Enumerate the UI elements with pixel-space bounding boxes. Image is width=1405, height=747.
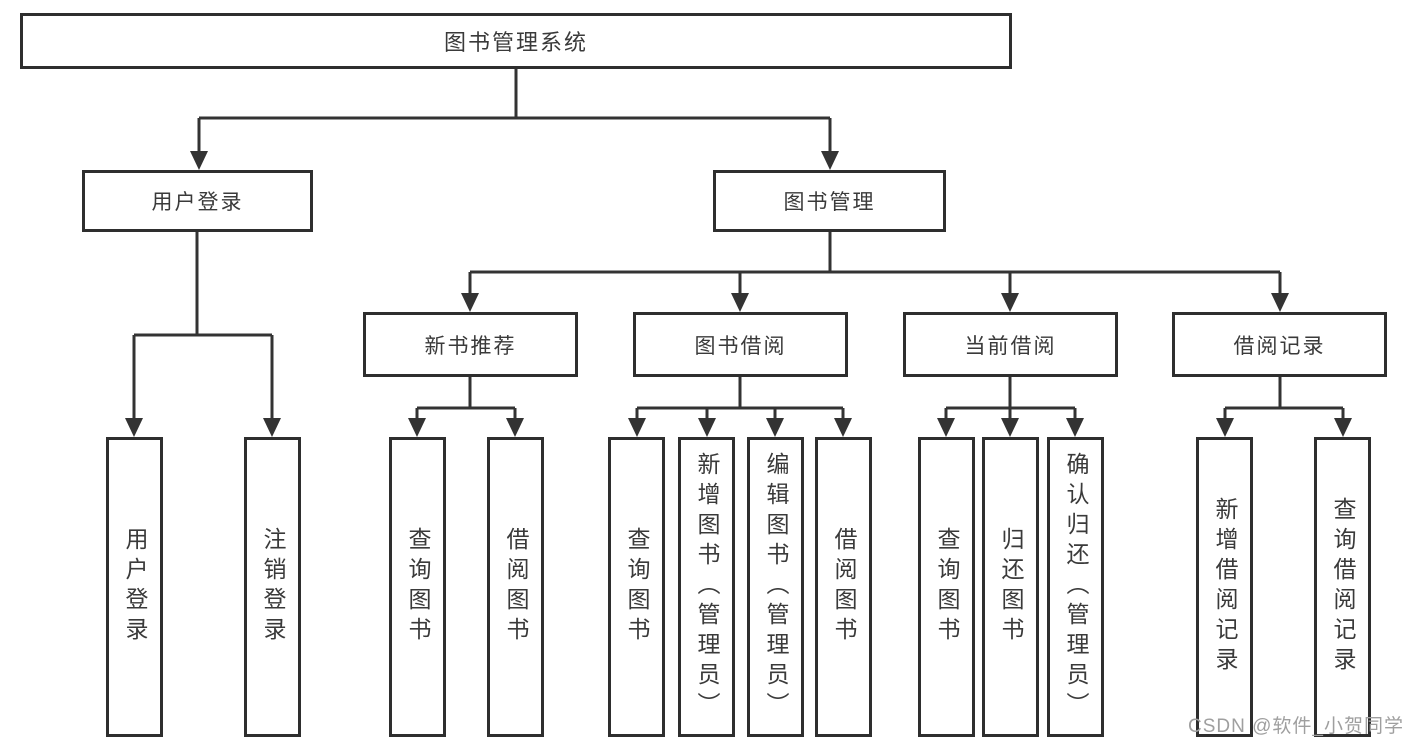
leaf-recommend-query-books: 查询图书 — [389, 437, 446, 737]
node-label: 新增图书（管理员） — [694, 452, 720, 722]
node-label: 确认归还（管理员） — [1063, 452, 1089, 722]
node-label: 查询借阅记录 — [1330, 497, 1356, 677]
leaf-user-login: 用户登录 — [106, 437, 163, 737]
node-label: 当前借阅 — [964, 334, 1057, 358]
leaf-current-return-books: 归还图书 — [982, 437, 1039, 737]
node-label: 借阅图书 — [503, 527, 529, 647]
leaf-logout: 注销登录 — [244, 437, 301, 737]
node-label: 注销登录 — [260, 527, 286, 647]
leaf-current-query-books: 查询图书 — [918, 437, 975, 737]
node-book-management-branch: 图书管理 — [713, 170, 946, 232]
leaf-borrowing-add-books-admin: 新增图书（管理员） — [678, 437, 735, 737]
node-label: 编辑图书（管理员） — [763, 452, 789, 722]
node-library-management-system: 图书管理系统 — [20, 13, 1012, 69]
node-label: 图书借阅 — [694, 334, 787, 358]
node-label: 图书管理系统 — [443, 30, 588, 55]
csdn-watermark: CSDN @软件_小贺同学 — [1188, 716, 1404, 737]
leaf-records-add-record: 新增借阅记录 — [1196, 437, 1253, 737]
node-label: 用户登录 — [122, 527, 148, 647]
node-user-login-branch: 用户登录 — [82, 170, 313, 232]
node-label: 查询图书 — [624, 527, 650, 647]
leaf-borrowing-query-books: 查询图书 — [608, 437, 665, 737]
leaf-borrowing-edit-books-admin: 编辑图书（管理员） — [747, 437, 804, 737]
node-label: 归还图书 — [998, 527, 1024, 647]
node-borrowing-records: 借阅记录 — [1172, 312, 1387, 377]
node-label: 借阅记录 — [1233, 334, 1326, 358]
node-label: 图书管理 — [783, 191, 876, 214]
leaf-borrowing-borrow-books: 借阅图书 — [815, 437, 872, 737]
node-label: 查询图书 — [934, 527, 960, 647]
node-current-borrowing: 当前借阅 — [903, 312, 1118, 377]
node-label: 查询图书 — [405, 527, 431, 647]
node-label: 新书推荐 — [424, 334, 517, 358]
node-label: 借阅图书 — [831, 527, 857, 647]
leaf-records-query-record: 查询借阅记录 — [1314, 437, 1371, 737]
leaf-recommend-borrow-books: 借阅图书 — [487, 437, 544, 737]
node-new-book-recommendation: 新书推荐 — [363, 312, 578, 377]
leaf-current-confirm-return-admin: 确认归还（管理员） — [1047, 437, 1104, 737]
node-label: 用户登录 — [151, 191, 244, 214]
node-book-borrowing: 图书借阅 — [633, 312, 848, 377]
node-label: 新增借阅记录 — [1212, 497, 1238, 677]
